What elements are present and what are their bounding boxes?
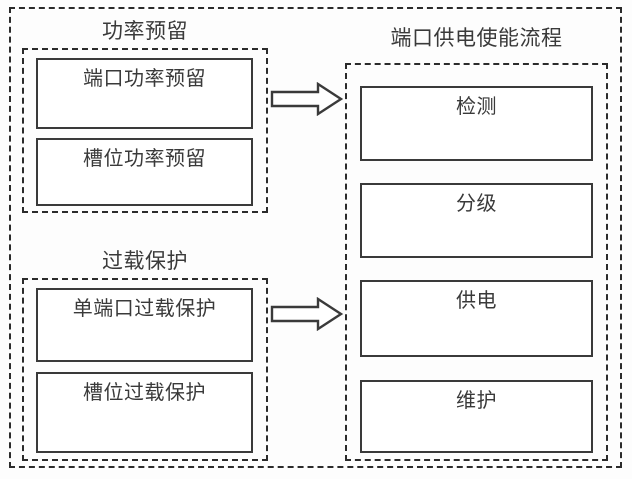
node-label: 供电 (456, 290, 497, 312)
group-box-port-power-enable-flow (345, 63, 608, 461)
group-box-power-reserve (22, 48, 268, 213)
node-slot-power-reserve[interactable]: 槽位功率预留 (36, 138, 253, 206)
node-label: 端口功率预留 (83, 68, 206, 90)
node-label: 单端口过载保护 (72, 298, 217, 320)
group-box-overload-protection (22, 278, 268, 461)
node-label: 槽位过载保护 (83, 382, 206, 404)
node-maintenance[interactable]: 维护 (360, 380, 593, 453)
node-slot-overload-protection[interactable]: 槽位过载保护 (36, 372, 253, 453)
arrow-power-reserve-to-flow (270, 82, 344, 116)
group-caption-overload-protection: 过载保护 (102, 249, 188, 273)
group-caption-power-reserve: 功率预留 (102, 19, 188, 43)
group-caption-port-power-enable-flow: 端口供电使能流程 (390, 26, 563, 50)
outer-dashed-frame (9, 7, 622, 468)
node-power-supply[interactable]: 供电 (360, 280, 593, 357)
arrow-overload-protect-to-flow (270, 297, 344, 331)
node-label: 维护 (456, 390, 497, 412)
node-label: 检测 (456, 96, 497, 118)
node-detect[interactable]: 检测 (360, 86, 593, 161)
node-label: 槽位功率预留 (83, 148, 206, 170)
node-classify[interactable]: 分级 (360, 183, 593, 258)
node-single-port-overload-protection[interactable]: 单端口过载保护 (36, 288, 253, 362)
node-label: 分级 (456, 193, 497, 215)
node-port-power-reserve[interactable]: 端口功率预留 (36, 58, 253, 129)
